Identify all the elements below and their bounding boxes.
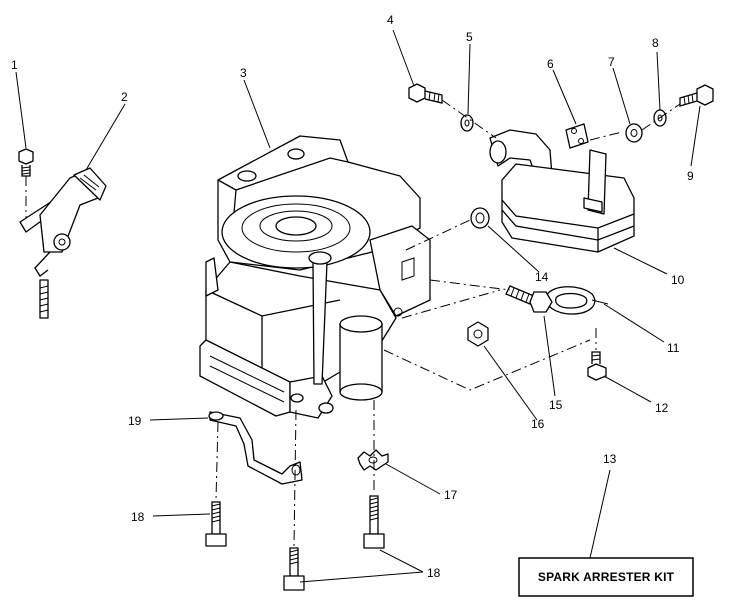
star-washer-17 bbox=[357, 449, 389, 471]
mounting-bolt-left bbox=[205, 501, 227, 547]
callout-5: 5 bbox=[466, 30, 473, 44]
engine bbox=[199, 135, 431, 419]
callout-numbers: 1 2 3 4 5 6 7 8 9 10 11 12 13 14 15 16 1… bbox=[11, 13, 694, 580]
muffler-washer bbox=[625, 123, 643, 143]
throttle-control-bracket bbox=[19, 167, 107, 319]
callout-15: 15 bbox=[549, 398, 563, 412]
spark-arrester-kit-label: SPARK ARRESTER KIT bbox=[538, 570, 675, 584]
callout-18-left: 18 bbox=[131, 510, 145, 524]
callout-16: 16 bbox=[531, 417, 545, 431]
callout-9: 9 bbox=[687, 169, 694, 183]
callout-6: 6 bbox=[547, 57, 554, 71]
callout-4: 4 bbox=[387, 13, 394, 27]
callout-19: 19 bbox=[128, 414, 142, 428]
exhaust-bolt-right bbox=[679, 84, 714, 107]
hex-nut-16 bbox=[467, 321, 489, 347]
leader-lines bbox=[15, 29, 701, 583]
callout-14: 14 bbox=[535, 270, 549, 284]
spark-arrester-kit-box: SPARK ARRESTER KIT bbox=[518, 557, 694, 597]
muffler bbox=[501, 149, 635, 253]
spark-arrester-clip bbox=[545, 286, 609, 315]
callout-7: 7 bbox=[608, 55, 615, 69]
callout-13: 13 bbox=[603, 452, 617, 466]
callout-3: 3 bbox=[240, 66, 247, 80]
support-bracket-19 bbox=[208, 411, 303, 485]
callout-2: 2 bbox=[121, 90, 128, 104]
callout-17: 17 bbox=[444, 488, 458, 502]
throttle-bolt bbox=[18, 148, 34, 177]
callout-18-bottom: 18 bbox=[427, 566, 441, 580]
exhaust-bolt-left bbox=[408, 83, 443, 104]
callout-10: 10 bbox=[671, 273, 685, 287]
mounting-bolt-center bbox=[283, 547, 305, 591]
mounting-bolt-right bbox=[363, 495, 385, 549]
spacer-14 bbox=[470, 207, 490, 229]
callout-12: 12 bbox=[655, 401, 669, 415]
callout-11: 11 bbox=[667, 341, 680, 355]
callout-8: 8 bbox=[652, 36, 659, 50]
lock-washer-left bbox=[460, 114, 474, 132]
flange-nut-small bbox=[587, 351, 607, 381]
callout-1: 1 bbox=[11, 58, 18, 72]
hex-bolt-15 bbox=[505, 285, 553, 313]
